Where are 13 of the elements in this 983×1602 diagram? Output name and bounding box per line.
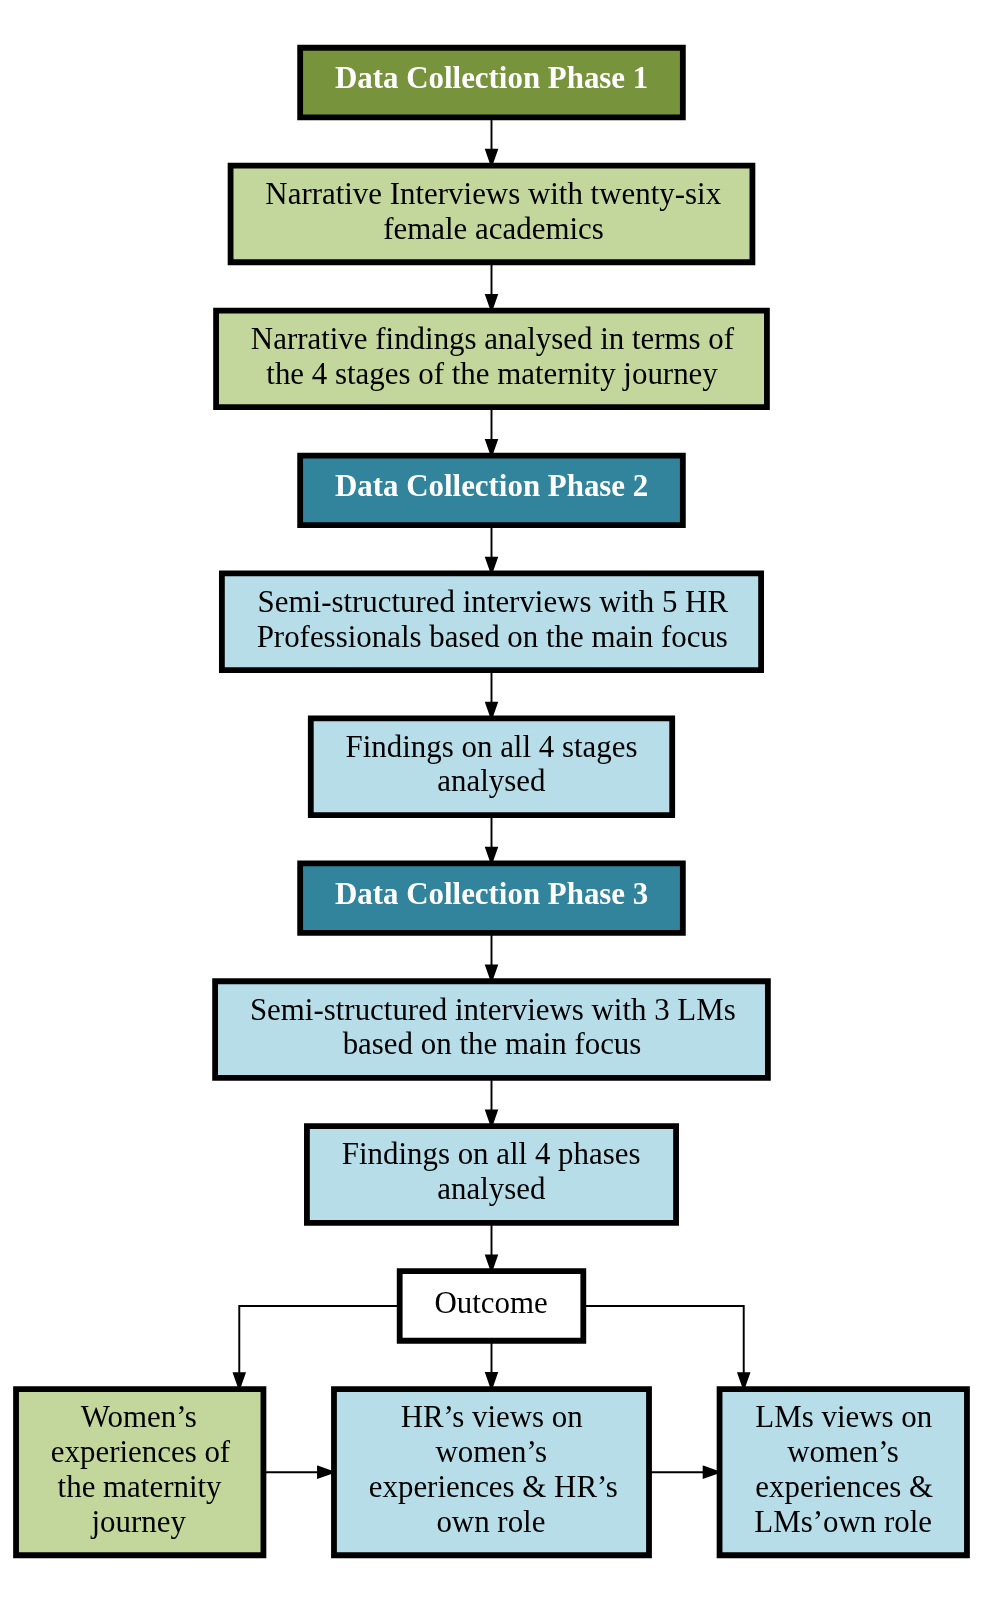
node-box: Outcome bbox=[396, 1267, 587, 1344]
node-box: Semi-structured interviews with 3 LMs based on the main focus bbox=[212, 977, 771, 1081]
node-box: Semi-structured interviews with 5 HR Professionals based on the main focus bbox=[219, 570, 764, 673]
node-box: Data Collection Phase 2 bbox=[297, 452, 686, 528]
node-box: HR’s views on women’s experiences & HR’s own role bbox=[331, 1385, 652, 1558]
node-box: Findings on all 4 phases analysed bbox=[304, 1122, 679, 1226]
node-box: LMs views on women’s experiences & LMs’own role bbox=[716, 1385, 970, 1558]
node-box: Narrative Interviews with twenty-six female academics bbox=[227, 162, 756, 265]
node-box: Women’s experiences of the maternity journey bbox=[13, 1385, 267, 1558]
node-box: Findings on all 4 stages analysed bbox=[307, 715, 676, 818]
node-box: Data Collection Phase 1 bbox=[297, 44, 686, 120]
node-box: Narrative findings analysed in terms of the 4 stages of the maternity journey bbox=[213, 307, 770, 410]
node-box: Data Collection Phase 3 bbox=[297, 859, 686, 936]
